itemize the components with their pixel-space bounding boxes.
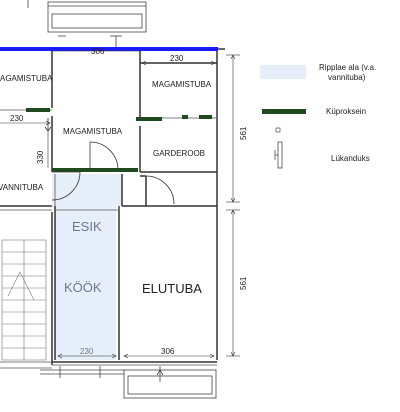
- legend-floor-label-line2: vannituba): [328, 73, 366, 82]
- legend-partition-label: Küproksein: [326, 107, 366, 116]
- legend-floor-label-line1: Ripplae ala (v.a.: [319, 63, 376, 72]
- legend-sliding-door-icon: [274, 141, 283, 169]
- room-label-kook: KÖÖK: [64, 280, 102, 295]
- room-label-magamistuba-center: MAGAMISTUBA: [63, 127, 123, 136]
- legend-sliding-door-label: Lükanduks: [331, 154, 370, 163]
- dimension-lines: [0, 50, 240, 359]
- doors: [44, 118, 175, 205]
- room-label-esik: ESIK: [72, 219, 102, 234]
- dimension-left-wall-width: 230: [10, 114, 24, 123]
- walls: [0, 51, 218, 365]
- partition-walls: [26, 108, 212, 172]
- top-balcony: [47, 1, 147, 33]
- staircase: [1, 239, 47, 361]
- room-label-garderoob: GARDEROOB: [153, 149, 205, 158]
- floor-area-highlight: [52, 174, 122, 360]
- top-window-marks: [27, 0, 122, 48]
- dimension-right-room-width: 230: [170, 54, 184, 63]
- dimension-left-height: 330: [36, 150, 45, 164]
- legend-floor-swatch: [260, 65, 306, 79]
- dimension-top-width: 306: [91, 47, 105, 56]
- dimension-vertical-upper: 561: [239, 126, 248, 140]
- room-label-elutuba: ELUTUBA: [142, 281, 202, 296]
- room-label-magamistuba-right: MAGAMISTUBA: [152, 80, 212, 89]
- dimension-kitchen-width: 230: [80, 347, 94, 356]
- room-label-magamistuba-left: AGAMISTUBA: [0, 74, 53, 83]
- legend: Ripplae ala (v.a. vannituba) Küproksein …: [260, 63, 376, 169]
- dimension-living-width: 306: [161, 347, 175, 356]
- bottom-balcony: [40, 366, 217, 399]
- legend-partition-swatch: [262, 109, 306, 114]
- room-label-vannituba: VANNITUBA: [0, 183, 44, 192]
- legend-small-mark: [275, 127, 281, 133]
- dimension-vertical-lower: 561: [239, 276, 248, 290]
